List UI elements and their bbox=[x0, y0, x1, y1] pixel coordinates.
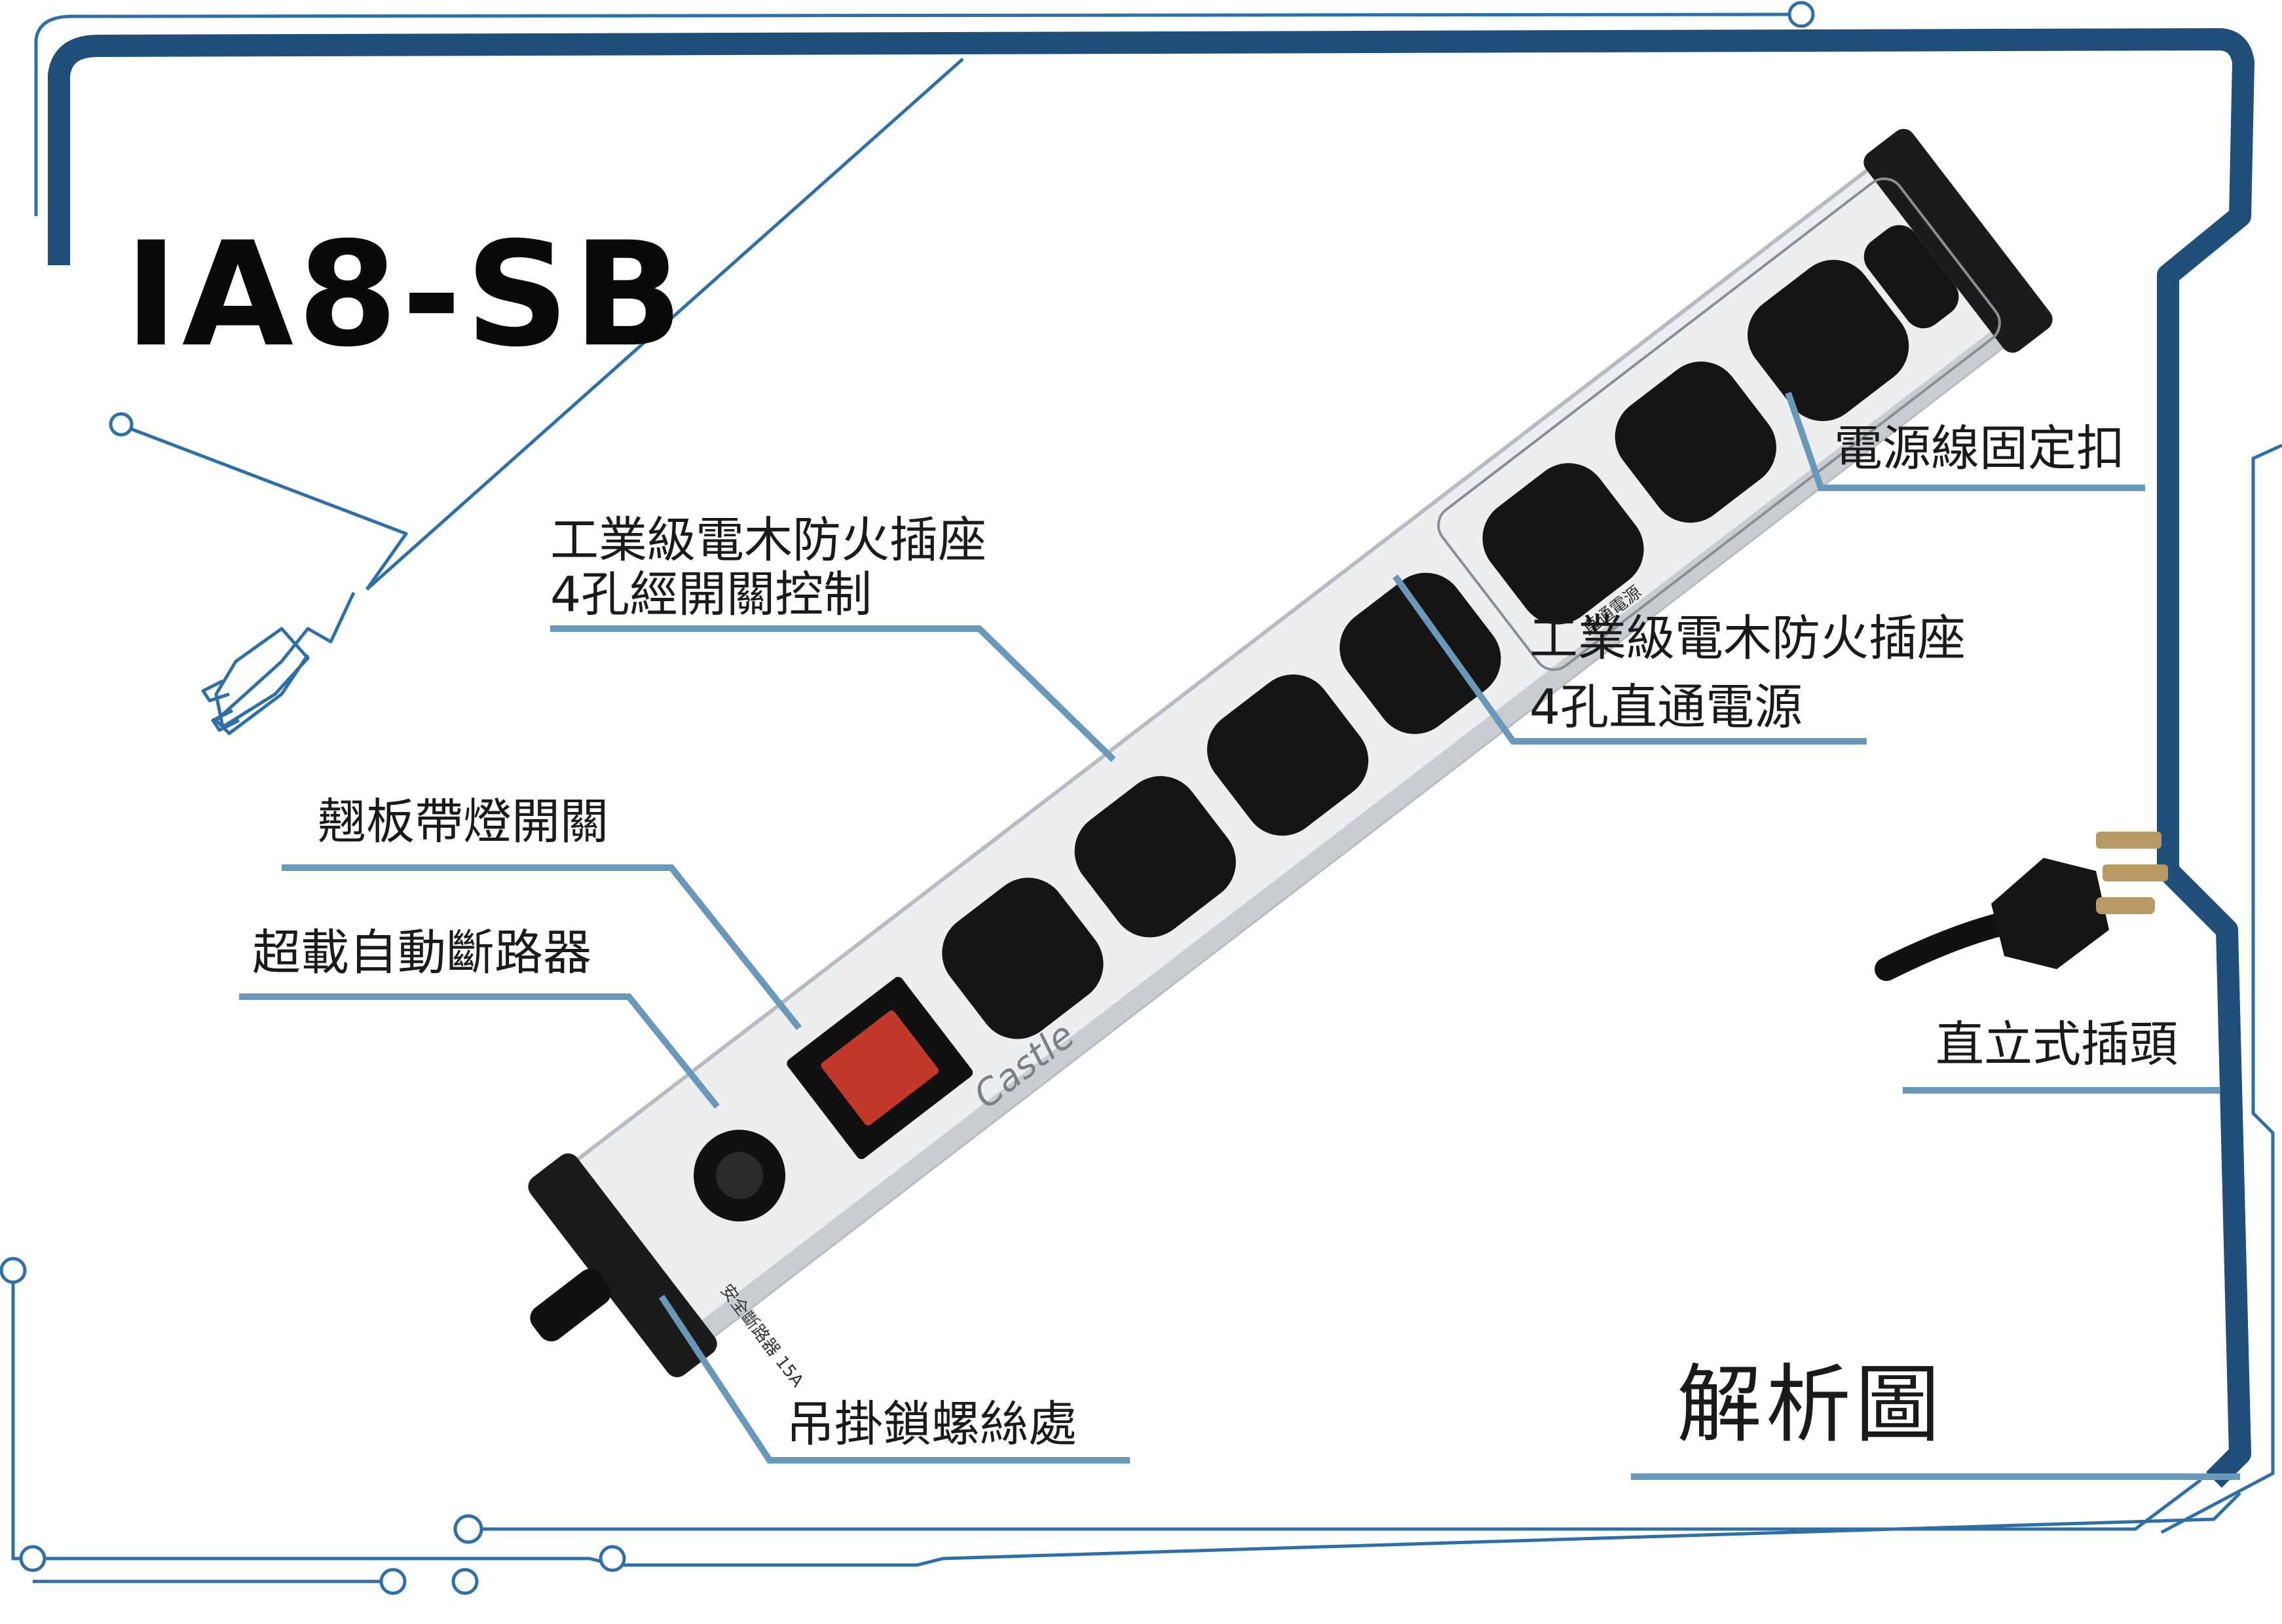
leader-cord-clamp bbox=[1785, 392, 2145, 491]
plug-diagonal-line bbox=[365, 58, 964, 591]
callout-always-on-outlets-line1: 工業級電木防火插座 bbox=[1529, 610, 1966, 667]
callout-cord-clamp: 電源線固定扣 bbox=[1834, 420, 2125, 477]
plug-prong-low bbox=[2096, 897, 2155, 914]
callout-switched-outlets-line2: 4孔經開關控制 bbox=[550, 566, 872, 623]
outlet bbox=[1074, 776, 1236, 938]
diagram-title: 解析圖 bbox=[1677, 1355, 1945, 1454]
rocker-switch-red bbox=[821, 1010, 939, 1126]
callout-rocker-switch: 翹板帶燈開關 bbox=[318, 794, 608, 850]
frame-navy-band bbox=[48, 28, 2254, 1488]
always-on-outlet-group bbox=[1482, 225, 1959, 625]
outlet bbox=[1863, 225, 1959, 329]
outlet bbox=[1206, 674, 1369, 836]
outlet bbox=[1339, 572, 1501, 734]
upright-plug-photo bbox=[1875, 832, 2168, 981]
strip-edge-shadow bbox=[691, 323, 2013, 1344]
end-cap-left bbox=[528, 1153, 717, 1378]
switched-outlet-group bbox=[942, 572, 1501, 1039]
end-cap-right bbox=[1863, 128, 2053, 353]
frame-node-bottom-1 bbox=[19, 1545, 47, 1572]
callout-leaders bbox=[239, 392, 2240, 1480]
leader-switched-outlets bbox=[550, 625, 1116, 762]
callout-circuit-breaker: 超載自動斷路器 bbox=[252, 925, 591, 981]
power-cord-stub bbox=[530, 1268, 611, 1342]
callout-always-on-outlets-line2: 4孔直通電源 bbox=[1529, 679, 1803, 735]
plug-line-drawing bbox=[109, 58, 964, 735]
model-name: IA8-SB bbox=[124, 211, 687, 378]
plug-prong-1 bbox=[201, 679, 230, 703]
frame-node-bottom-5 bbox=[599, 1545, 626, 1572]
frame-thin-line-right bbox=[2160, 443, 2282, 1534]
frame-node-left bbox=[0, 1257, 27, 1284]
plug-cable bbox=[1875, 912, 2016, 981]
plug-cord-node bbox=[109, 412, 134, 437]
circuit-breaker-knob-inner bbox=[716, 1152, 764, 1200]
plug-cord-line bbox=[130, 427, 408, 591]
leader-always-on-outlets bbox=[1392, 574, 1867, 745]
leader-circuit-breaker bbox=[239, 993, 720, 1109]
frame-thin-line-bottom-2 bbox=[33, 1479, 2202, 1583]
outlet bbox=[1615, 361, 1776, 523]
frame-node-bottom-4 bbox=[453, 1514, 483, 1544]
outlet bbox=[942, 877, 1104, 1039]
frame-node-bottom-2 bbox=[379, 1568, 407, 1595]
leader-rocker-switch bbox=[282, 864, 802, 1031]
callout-mounting-holes: 吊掛鎖螺絲處 bbox=[786, 1396, 1077, 1452]
outlet bbox=[1748, 259, 1909, 422]
plug-prong-mid bbox=[2103, 864, 2168, 881]
frame-thin-line-outer bbox=[34, 12, 1789, 216]
frame-node-bottom-3 bbox=[451, 1568, 479, 1595]
callout-upright-plug: 直立式插頭 bbox=[1936, 1016, 2178, 1073]
plug-head bbox=[1991, 858, 2109, 969]
plug-prong-2 bbox=[211, 709, 240, 732]
frame-thin-line-bottom bbox=[11, 1270, 2241, 1567]
outlet bbox=[1482, 463, 1644, 625]
plug-body-outline bbox=[214, 591, 356, 735]
plug-head-outline bbox=[214, 627, 310, 729]
always-on-section-border bbox=[1437, 177, 2001, 671]
plug-prong-top bbox=[2096, 832, 2161, 849]
callout-switched-outlets-line1: 工業級電木防火插座 bbox=[550, 512, 986, 568]
leader-mounting-holes bbox=[658, 1295, 1130, 1464]
frame-node-top bbox=[1787, 1, 1815, 28]
